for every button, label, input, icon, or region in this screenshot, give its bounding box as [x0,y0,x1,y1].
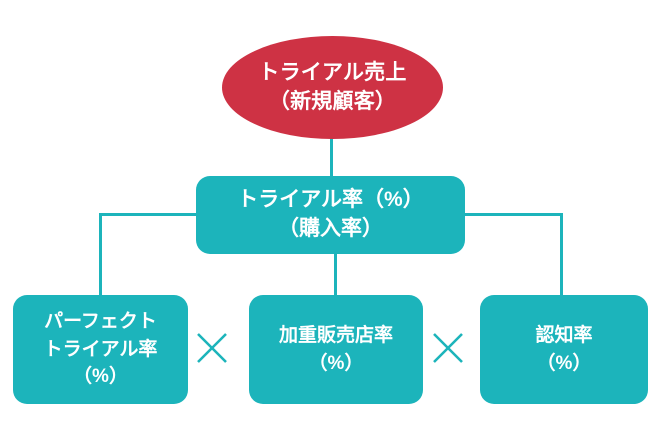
weighted-distribution-rate-line-1: 加重販売店率 [278,325,393,347]
perfect-trial-rate-line-1: パーフェクト [44,311,157,333]
trial-sales-root-node: トライアル売上 （新規顧客） [222,36,443,139]
connector-trial-rate-left-vertical [99,213,102,299]
connector-trial-rate-right-vertical [560,213,563,299]
trial-rate-node: トライアル率（%） （購入率） [196,176,465,254]
awareness-rate-node: 認知率 （%） [480,295,648,404]
trial-sales-root-line-2: （新規顧客） [268,89,397,113]
trial-rate-line-2: （購入率） [278,217,383,240]
connector-trial-rate-right-horizontal [462,213,563,216]
connector-trial-rate-left-horizontal [99,213,199,216]
weighted-distribution-rate-node: 加重販売店率 （%） [249,295,423,404]
trial-rate-line-1: トライアル率（%） [237,188,424,212]
connector-trial-rate-to-center-factor [334,250,337,299]
trial-sales-root-line-1: トライアル売上 [258,61,407,85]
perfect-trial-rate-line-3: （%） [73,366,128,388]
multiply-operator-2 [430,330,466,366]
perfect-trial-rate-node: パーフェクト トライアル率 （%） [13,295,188,404]
weighted-distribution-rate-line-2: （%） [308,352,364,374]
connector-root-to-trial-rate [330,132,333,180]
awareness-rate-line-2: （%） [536,352,592,374]
awareness-rate-line-1: 認知率 [535,325,593,347]
multiply-operator-1 [194,330,230,366]
perfect-trial-rate-line-2: トライアル率 [43,338,158,360]
